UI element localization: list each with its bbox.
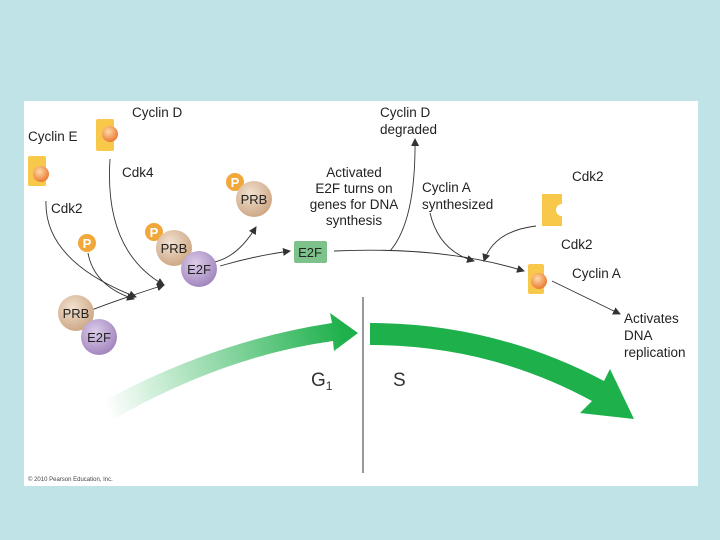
svg-text:P: P [150,225,159,240]
svg-text:E2F: E2F [187,262,211,277]
prb-e2f-complex-left: PRB E2F [58,295,117,355]
label-cyclin-d-degraded-1: Cyclin D [380,105,431,120]
activates-arrow [551,280,621,315]
label-cyclin-a: Cyclin A [572,266,621,281]
label-cyclin-d: Cyclin D [132,105,183,120]
phosphate-marker-3: P [226,173,244,191]
label-activated-3: genes for DNA [310,197,399,212]
pathway-arrow-2 [219,248,291,267]
phosphate-marker-1: P [78,234,96,252]
cyclin-d-degraded-arrow [389,138,420,252]
label-activates-3: replication [624,345,686,360]
copyright-text: © 2010 Pearson Education, Inc. [28,476,113,483]
label-cdk2-left: Cdk2 [51,201,83,216]
phosphate-marker-2: P [145,223,163,241]
cyclin-a-ball [531,273,547,289]
label-cyclin-e: Cyclin E [28,129,78,144]
svg-text:PRB: PRB [241,192,268,207]
cyclin-a-synth-arrow [429,212,475,263]
e2f-active: E2F [294,241,327,263]
label-cdk2-right: Cdk2 [561,237,593,252]
cyclin-e-ball [33,166,49,182]
s-phase-arrow [370,323,634,419]
svg-text:PRB: PRB [161,241,188,256]
svg-text:P: P [231,175,240,190]
label-cyclin-a-synth-2: synthesized [422,197,493,212]
cyclin-d-arrow [109,158,165,286]
cdk2-block-top-right [542,194,562,226]
diagram-panel: G1 S P P P PRB E2F PRB E2F [24,101,698,486]
label-cdk4: Cdk4 [122,165,154,180]
svg-text:P: P [83,236,92,251]
label-activated-2: E2F turns on [315,181,392,196]
pathway-arrow-3 [333,249,525,273]
p-arrow-1 [87,252,135,301]
s-label: S [393,370,406,391]
svg-text:E2F: E2F [87,330,111,345]
g1-label: G1 [311,370,333,393]
label-activates-1: Activates [624,311,679,326]
cell-cycle-diagram: G1 S P P P PRB E2F PRB E2F [28,105,686,483]
label-cyclin-a-synth-1: Cyclin A [422,180,471,195]
cyclin-d-ball [102,126,118,142]
label-cyclin-d-degraded-2: degraded [380,122,437,137]
label-activates-2: DNA [624,328,653,343]
g1-phase-arrow [104,313,358,419]
prb-free: PRB [236,181,272,217]
svg-text:E2F: E2F [298,245,322,260]
cyclin-e-arrow [45,200,137,299]
label-activated-4: synthesis [326,213,383,228]
label-cdk2-top-right: Cdk2 [572,169,604,184]
cdk2-right-arrow [482,225,537,262]
svg-text:PRB: PRB [63,306,90,321]
pathway-arrow [83,283,165,314]
label-activated-1: Activated [326,165,382,180]
prb-e2f-complex-middle: PRB E2F [156,230,217,287]
